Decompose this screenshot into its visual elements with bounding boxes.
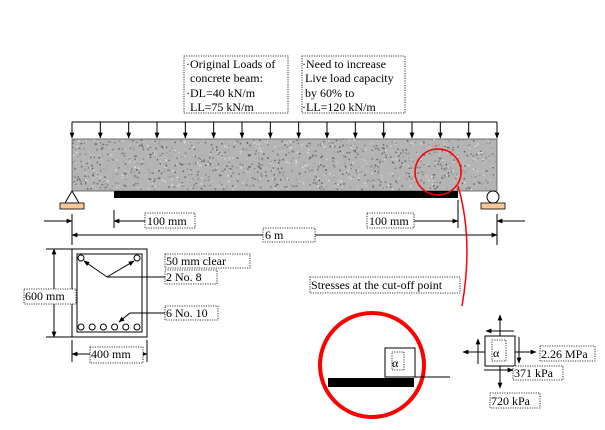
rebar [88,323,96,331]
pin-support [59,190,85,210]
top-bars-label: 2 No. 8 [166,270,202,284]
concrete-texture [72,139,497,191]
cross-section [46,248,165,362]
stress-element: α [462,314,537,389]
increase-line-2: Live load capacity [305,71,394,85]
section-width-label: 400 mm [91,347,131,361]
increase-line-4: ·LL=120 kN/m [302,100,376,114]
loads-line-3: ·DL=40 kN/m [186,86,256,100]
right-cutoff-label: 100 mm [369,214,409,228]
rebar [111,323,119,331]
vertical-stress-label: 720 kPa [491,394,531,408]
left-cutoff-label: 100 mm [147,214,187,228]
stress-element-label: α [493,346,500,360]
frp-strip [114,191,458,198]
rebar [122,323,130,331]
rebar [133,323,141,331]
cover-label: 50 mm clear [166,254,226,268]
loads-line-4: LL=75 kN/m [190,100,254,114]
increase-box: ·Need to increase Live load capacity by … [301,55,406,114]
bottom-bars-label: 6 No. 10 [166,306,208,320]
loads-line-1: ·Original Loads of [186,57,275,71]
section-height-label: 600 mm [25,289,65,303]
normal-stress-label: 2.26 MPa [541,347,588,361]
rebar [77,323,85,331]
zoomed-detail: α [318,311,450,419]
increase-line-1: ·Need to increase [302,57,386,71]
original-loads-box: ·Original Loads of concrete beam: ·DL=40… [183,55,289,114]
shear-stress-label: 371 kPa [514,366,554,380]
rebar [99,323,107,331]
stresses-title: Stresses at the cut-off point [311,278,443,292]
increase-line-3: by 60% to [305,86,354,100]
span-label: 6 m [265,228,284,242]
cutoff-highlight [414,148,468,307]
loads-line-2: concrete beam: [190,71,263,85]
roller-support [480,190,506,210]
distributed-load [69,121,500,139]
detail-element-label: α [392,356,399,370]
